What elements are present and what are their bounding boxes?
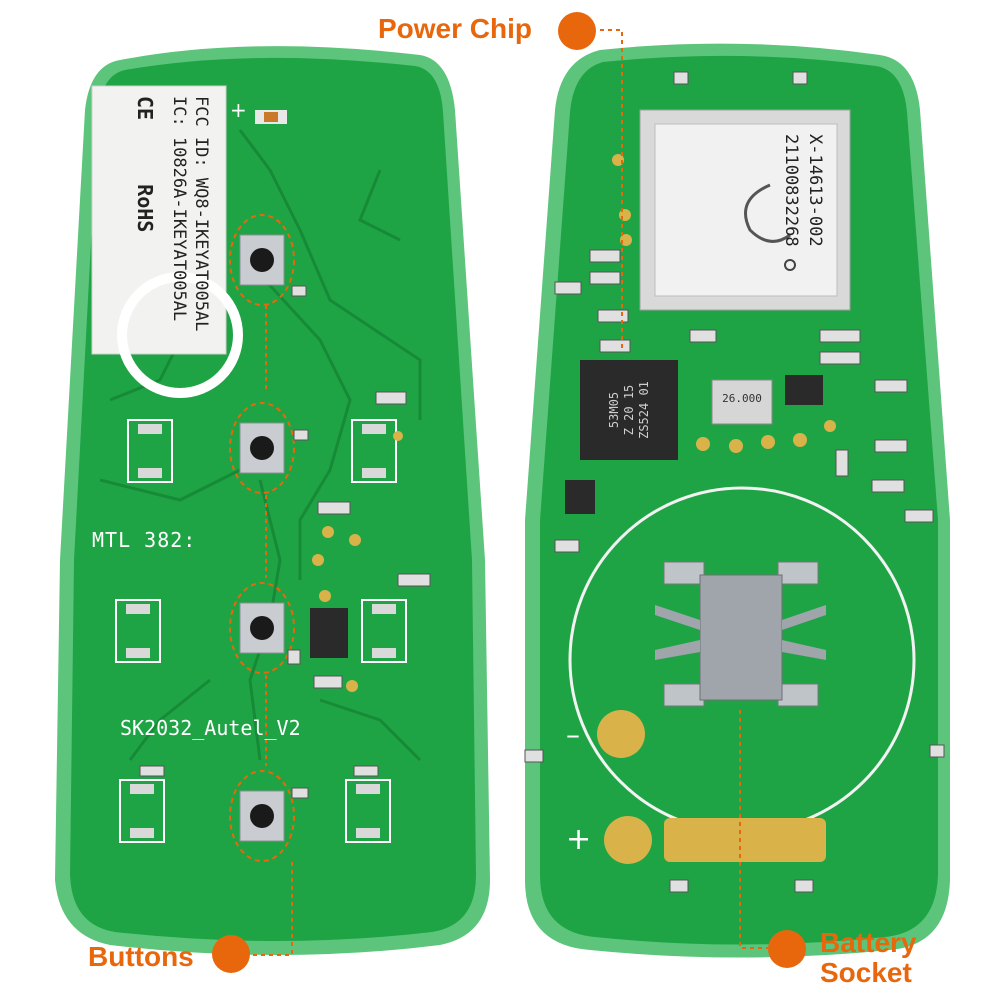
power-chip-leader — [600, 29, 623, 350]
main-rf-chip — [580, 360, 678, 460]
ce-mark: CE — [133, 96, 157, 121]
left-traces — [99, 129, 422, 762]
right-pcb-board — [524, 43, 950, 958]
battery-socket-line-1: Battery — [820, 927, 917, 958]
negative-pad — [597, 710, 645, 758]
battery-contact — [655, 561, 826, 707]
positive-strip — [664, 818, 826, 862]
shield-line-1: X-14613-002 — [805, 134, 825, 247]
tact-button — [229, 770, 295, 862]
crystal-label: 26.000 — [722, 392, 762, 405]
callout-lines — [235, 29, 770, 956]
mtl-silkscreen: MTL 382: — [92, 528, 197, 552]
tact-button — [229, 402, 295, 494]
power-chip-callout: Power Chip — [378, 13, 533, 44]
chip-line-3: ZS524 01 — [636, 381, 651, 439]
crystal-oscillator — [711, 379, 773, 425]
chip-line-1: 53M05 — [606, 391, 621, 429]
sot-chip — [565, 480, 595, 514]
chip-line-2: Z 20 15 — [621, 384, 636, 436]
left-vias — [312, 431, 403, 692]
right-smd-components — [524, 71, 945, 893]
rf-shield — [639, 109, 851, 311]
model-silkscreen: SK2032_Autel_V2 — [120, 716, 301, 740]
left-side-contacts — [126, 424, 396, 838]
plus-mark: + — [566, 822, 592, 857]
positive-pad — [604, 816, 652, 864]
fcc-label-text: FCC ID: WQ8-IKEYAT005AL IC: 10826A-IKEYA… — [92, 86, 226, 354]
led-plus-mark: + — [230, 98, 247, 122]
minus-mark: – — [566, 718, 580, 751]
chip-marking: 53M05 Z 20 15 ZS524 01 — [579, 361, 679, 459]
left-buttons — [229, 214, 295, 862]
battery-socket-callout: Battery Socket — [820, 928, 916, 988]
buttons-callout: Buttons — [88, 941, 194, 972]
battery-socket-dot — [768, 930, 806, 968]
sot-chip — [785, 375, 823, 405]
left-pcb-board — [55, 46, 490, 956]
tact-button — [229, 582, 295, 674]
logo-swirl — [744, 183, 791, 243]
rohs-mark: RoHS — [133, 184, 157, 233]
led — [264, 112, 278, 122]
power-chip-dot — [558, 12, 596, 50]
fcc-label-sticker — [91, 85, 243, 398]
buttons-dot — [212, 935, 250, 973]
battery-socket-line-2: Socket — [820, 957, 912, 988]
shield-line-2: 21100832268 — [781, 134, 801, 247]
battery-leader — [739, 710, 770, 949]
tact-button — [229, 214, 295, 306]
left-small-chip — [310, 608, 348, 658]
label-ring — [117, 272, 243, 398]
ic-line: IC: 10826A-IKEYAT005AL — [169, 96, 189, 322]
left-smd-components — [139, 285, 431, 799]
fcc-id-line: FCC ID: WQ8-IKEYAT005AL — [191, 96, 211, 332]
shield-text: X-14613-002 21100832268 — [715, 124, 835, 296]
buttons-leader — [235, 862, 293, 956]
